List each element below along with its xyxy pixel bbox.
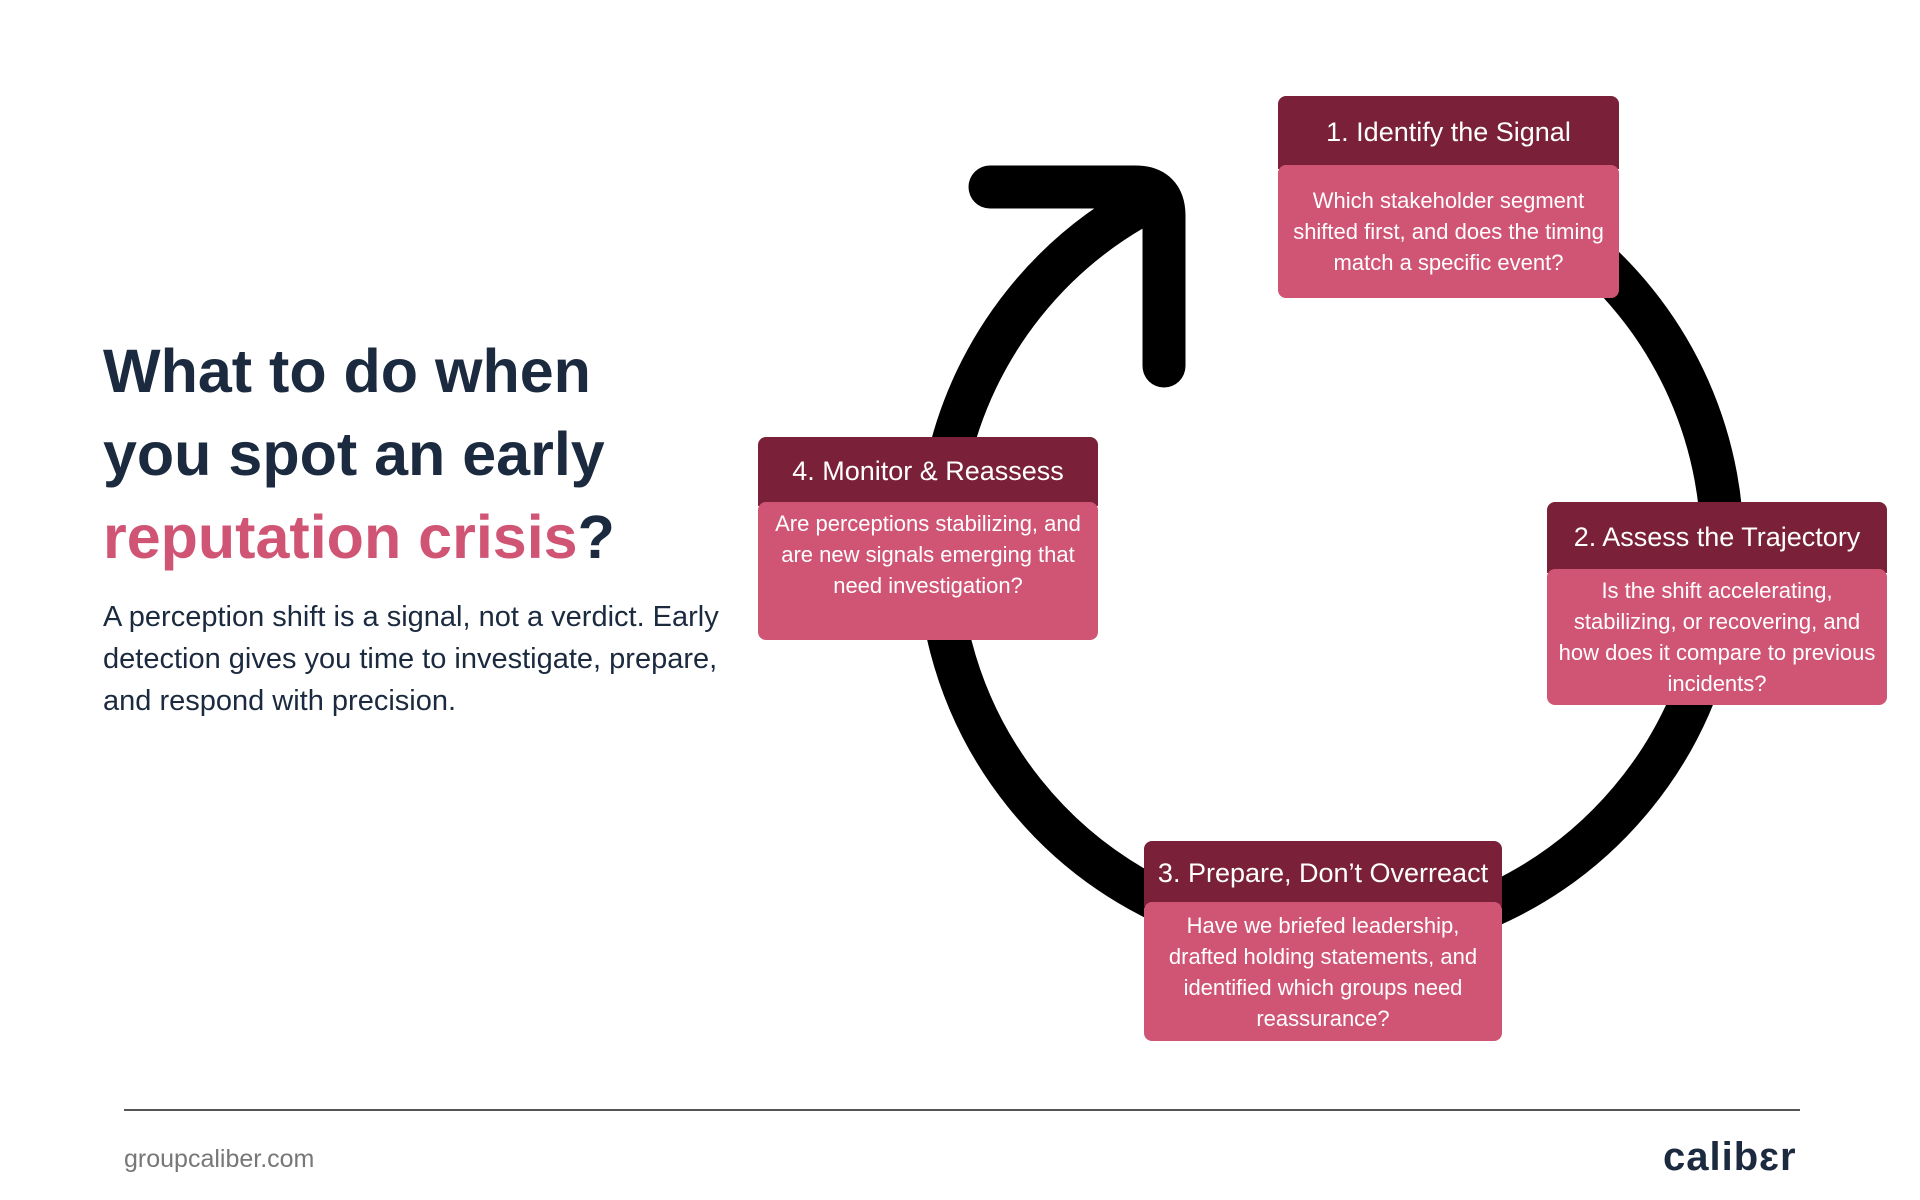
title-line-2: you spot an early	[103, 420, 605, 488]
step-question: Are perceptions stabilizing, and are new…	[758, 502, 1098, 640]
title-accent: reputation crisis	[103, 503, 578, 571]
caliber-logo: calibɛr	[1663, 1135, 1797, 1179]
step-1-card: 1. Identify the Signal Which stakeholder…	[1278, 96, 1619, 298]
title-line-3: reputation crisis?	[103, 496, 743, 579]
description: A perception shift is a signal, not a ve…	[103, 601, 719, 717]
title-end: ?	[577, 503, 615, 571]
footer-divider	[124, 1109, 1800, 1111]
step-3-card: 3. Prepare, Don’t Overreact Have we brie…	[1144, 841, 1502, 1041]
step-title: 3. Prepare, Don’t Overreact	[1144, 841, 1502, 906]
title-line-1: What to do when	[103, 337, 591, 405]
arrow-head	[968, 165, 1186, 388]
step-title: 4. Monitor & Reassess	[758, 437, 1098, 506]
step-question: Which stakeholder segment shifted first,…	[1278, 165, 1619, 298]
step-2-card: 2. Assess the Trajectory Is the shift ac…	[1547, 502, 1887, 705]
step-4-card: 4. Monitor & Reassess Are perceptions st…	[758, 437, 1098, 640]
step-title: 2. Assess the Trajectory	[1547, 502, 1887, 573]
page-title: What to do when you spot an early reputa…	[103, 330, 743, 579]
website-link[interactable]: groupcaliber.com	[124, 1145, 315, 1173]
step-question: Is the shift accelerating, stabilizing, …	[1547, 569, 1887, 705]
step-title: 1. Identify the Signal	[1278, 96, 1619, 169]
step-question: Have we briefed leadership, drafted hold…	[1144, 902, 1502, 1041]
